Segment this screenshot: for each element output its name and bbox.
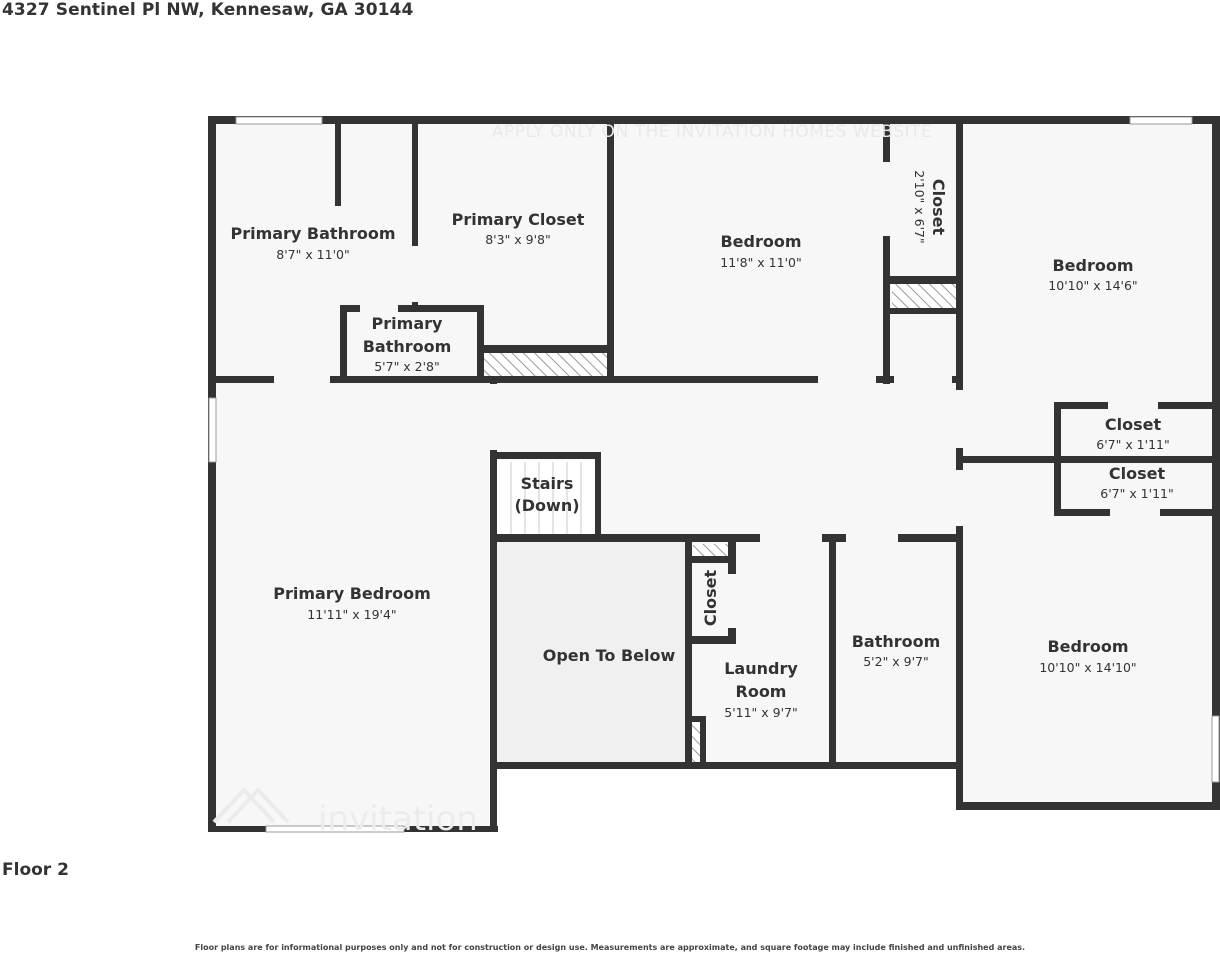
room-primary-bedroom: Primary Bedroom 11'11" x 19'4" xyxy=(273,584,431,622)
window-right xyxy=(1211,715,1220,783)
stair-treads xyxy=(510,462,582,534)
svg-text:(Down): (Down) xyxy=(514,496,579,515)
room-closet-vertical: Closet 2'10" x 6'7" xyxy=(912,170,948,243)
laundry-closet-shelf xyxy=(693,544,729,558)
room-bedroom-right-top: Bedroom 10'10" x 14'6" xyxy=(1048,256,1137,293)
room-primary-bathroom: Primary Bathroom 8'7" x 11'0" xyxy=(230,224,395,262)
room-primary-bathroom-small: Primary Bathroom 5'7" x 2'8" xyxy=(363,314,452,374)
svg-text:11'8" x 11'0": 11'8" x 11'0" xyxy=(720,255,801,270)
room-stairs: Stairs (Down) xyxy=(514,474,579,515)
door-openings xyxy=(274,162,1160,628)
svg-text:2'10" x 6'7": 2'10" x 6'7" xyxy=(912,170,927,243)
room-bathroom: Bathroom 5'2" x 9'7" xyxy=(852,632,941,669)
svg-text:Bathroom: Bathroom xyxy=(363,337,452,356)
svg-text:Bedroom: Bedroom xyxy=(1047,637,1128,656)
logo-text: invitation xyxy=(318,799,478,839)
window-left xyxy=(208,397,217,463)
logo-watermark: invitation xyxy=(212,787,478,839)
floor-label: Floor 2 xyxy=(2,860,69,880)
window-top-left xyxy=(235,116,323,125)
svg-text:Primary Bedroom: Primary Bedroom xyxy=(273,584,431,603)
svg-text:Open To Below: Open To Below xyxy=(543,646,676,665)
room-laundry: Laundry Room 5'11" x 9'7" xyxy=(724,659,798,720)
room-closet-right-1: Closet 6'7" x 1'11" xyxy=(1096,415,1169,452)
laundry-shelf xyxy=(692,722,700,762)
room-primary-closet: Primary Closet 8'3" x 9'8" xyxy=(452,210,585,247)
disclaimer: Floor plans are for informational purpos… xyxy=(194,943,1026,952)
svg-text:5'11" x 9'7": 5'11" x 9'7" xyxy=(724,705,797,720)
closet-shelf xyxy=(892,284,956,308)
svg-text:Bedroom: Bedroom xyxy=(720,232,801,251)
property-address: 4327 Sentinel Pl NW, Kennesaw, GA 30144 xyxy=(2,0,414,20)
svg-text:6'7" x 1'11": 6'7" x 1'11" xyxy=(1096,437,1169,452)
svg-text:Bathroom: Bathroom xyxy=(852,632,941,651)
svg-text:Closet: Closet xyxy=(701,570,720,627)
room-closet-laundry: Closet xyxy=(701,570,720,627)
svg-text:Room: Room xyxy=(736,682,787,701)
open-to-below-area xyxy=(494,540,688,764)
room-bedroom-top: Bedroom 11'8" x 11'0" xyxy=(720,232,801,270)
svg-text:6'7" x 1'11": 6'7" x 1'11" xyxy=(1100,486,1173,501)
svg-text:5'7" x 2'8": 5'7" x 2'8" xyxy=(374,359,440,374)
room-open-to-below: Open To Below xyxy=(543,646,676,665)
svg-text:Closet: Closet xyxy=(929,179,948,236)
primary-closet-shelf xyxy=(484,352,610,376)
svg-text:Primary Bathroom: Primary Bathroom xyxy=(230,224,395,243)
svg-text:8'3" x 9'8": 8'3" x 9'8" xyxy=(485,232,551,247)
stairs-area xyxy=(497,460,597,536)
svg-text:11'11" x 19'4": 11'11" x 19'4" xyxy=(307,607,396,622)
watermark-text: APPLY ONLY ON THE INVITATION HOMES WEBSI… xyxy=(492,122,932,142)
svg-text:5'2" x 9'7": 5'2" x 9'7" xyxy=(863,654,929,669)
svg-text:Closet: Closet xyxy=(1105,415,1162,434)
window-bottom xyxy=(265,825,405,833)
svg-text:Primary: Primary xyxy=(372,314,443,333)
svg-text:Stairs: Stairs xyxy=(521,474,574,493)
svg-text:Bedroom: Bedroom xyxy=(1052,256,1133,275)
svg-text:Closet: Closet xyxy=(1109,464,1166,483)
room-closet-right-2: Closet 6'7" x 1'11" xyxy=(1100,464,1173,501)
windows xyxy=(208,116,1220,833)
svg-text:Laundry: Laundry xyxy=(724,659,798,678)
svg-text:10'10" x 14'6": 10'10" x 14'6" xyxy=(1048,278,1137,293)
window-top-right xyxy=(1129,116,1193,125)
svg-text:10'10" x 14'10": 10'10" x 14'10" xyxy=(1039,660,1136,675)
svg-text:8'7" x 11'0": 8'7" x 11'0" xyxy=(276,247,349,262)
room-bedroom-right-bottom: Bedroom 10'10" x 14'10" xyxy=(1039,637,1136,675)
svg-text:Primary Closet: Primary Closet xyxy=(452,210,585,229)
